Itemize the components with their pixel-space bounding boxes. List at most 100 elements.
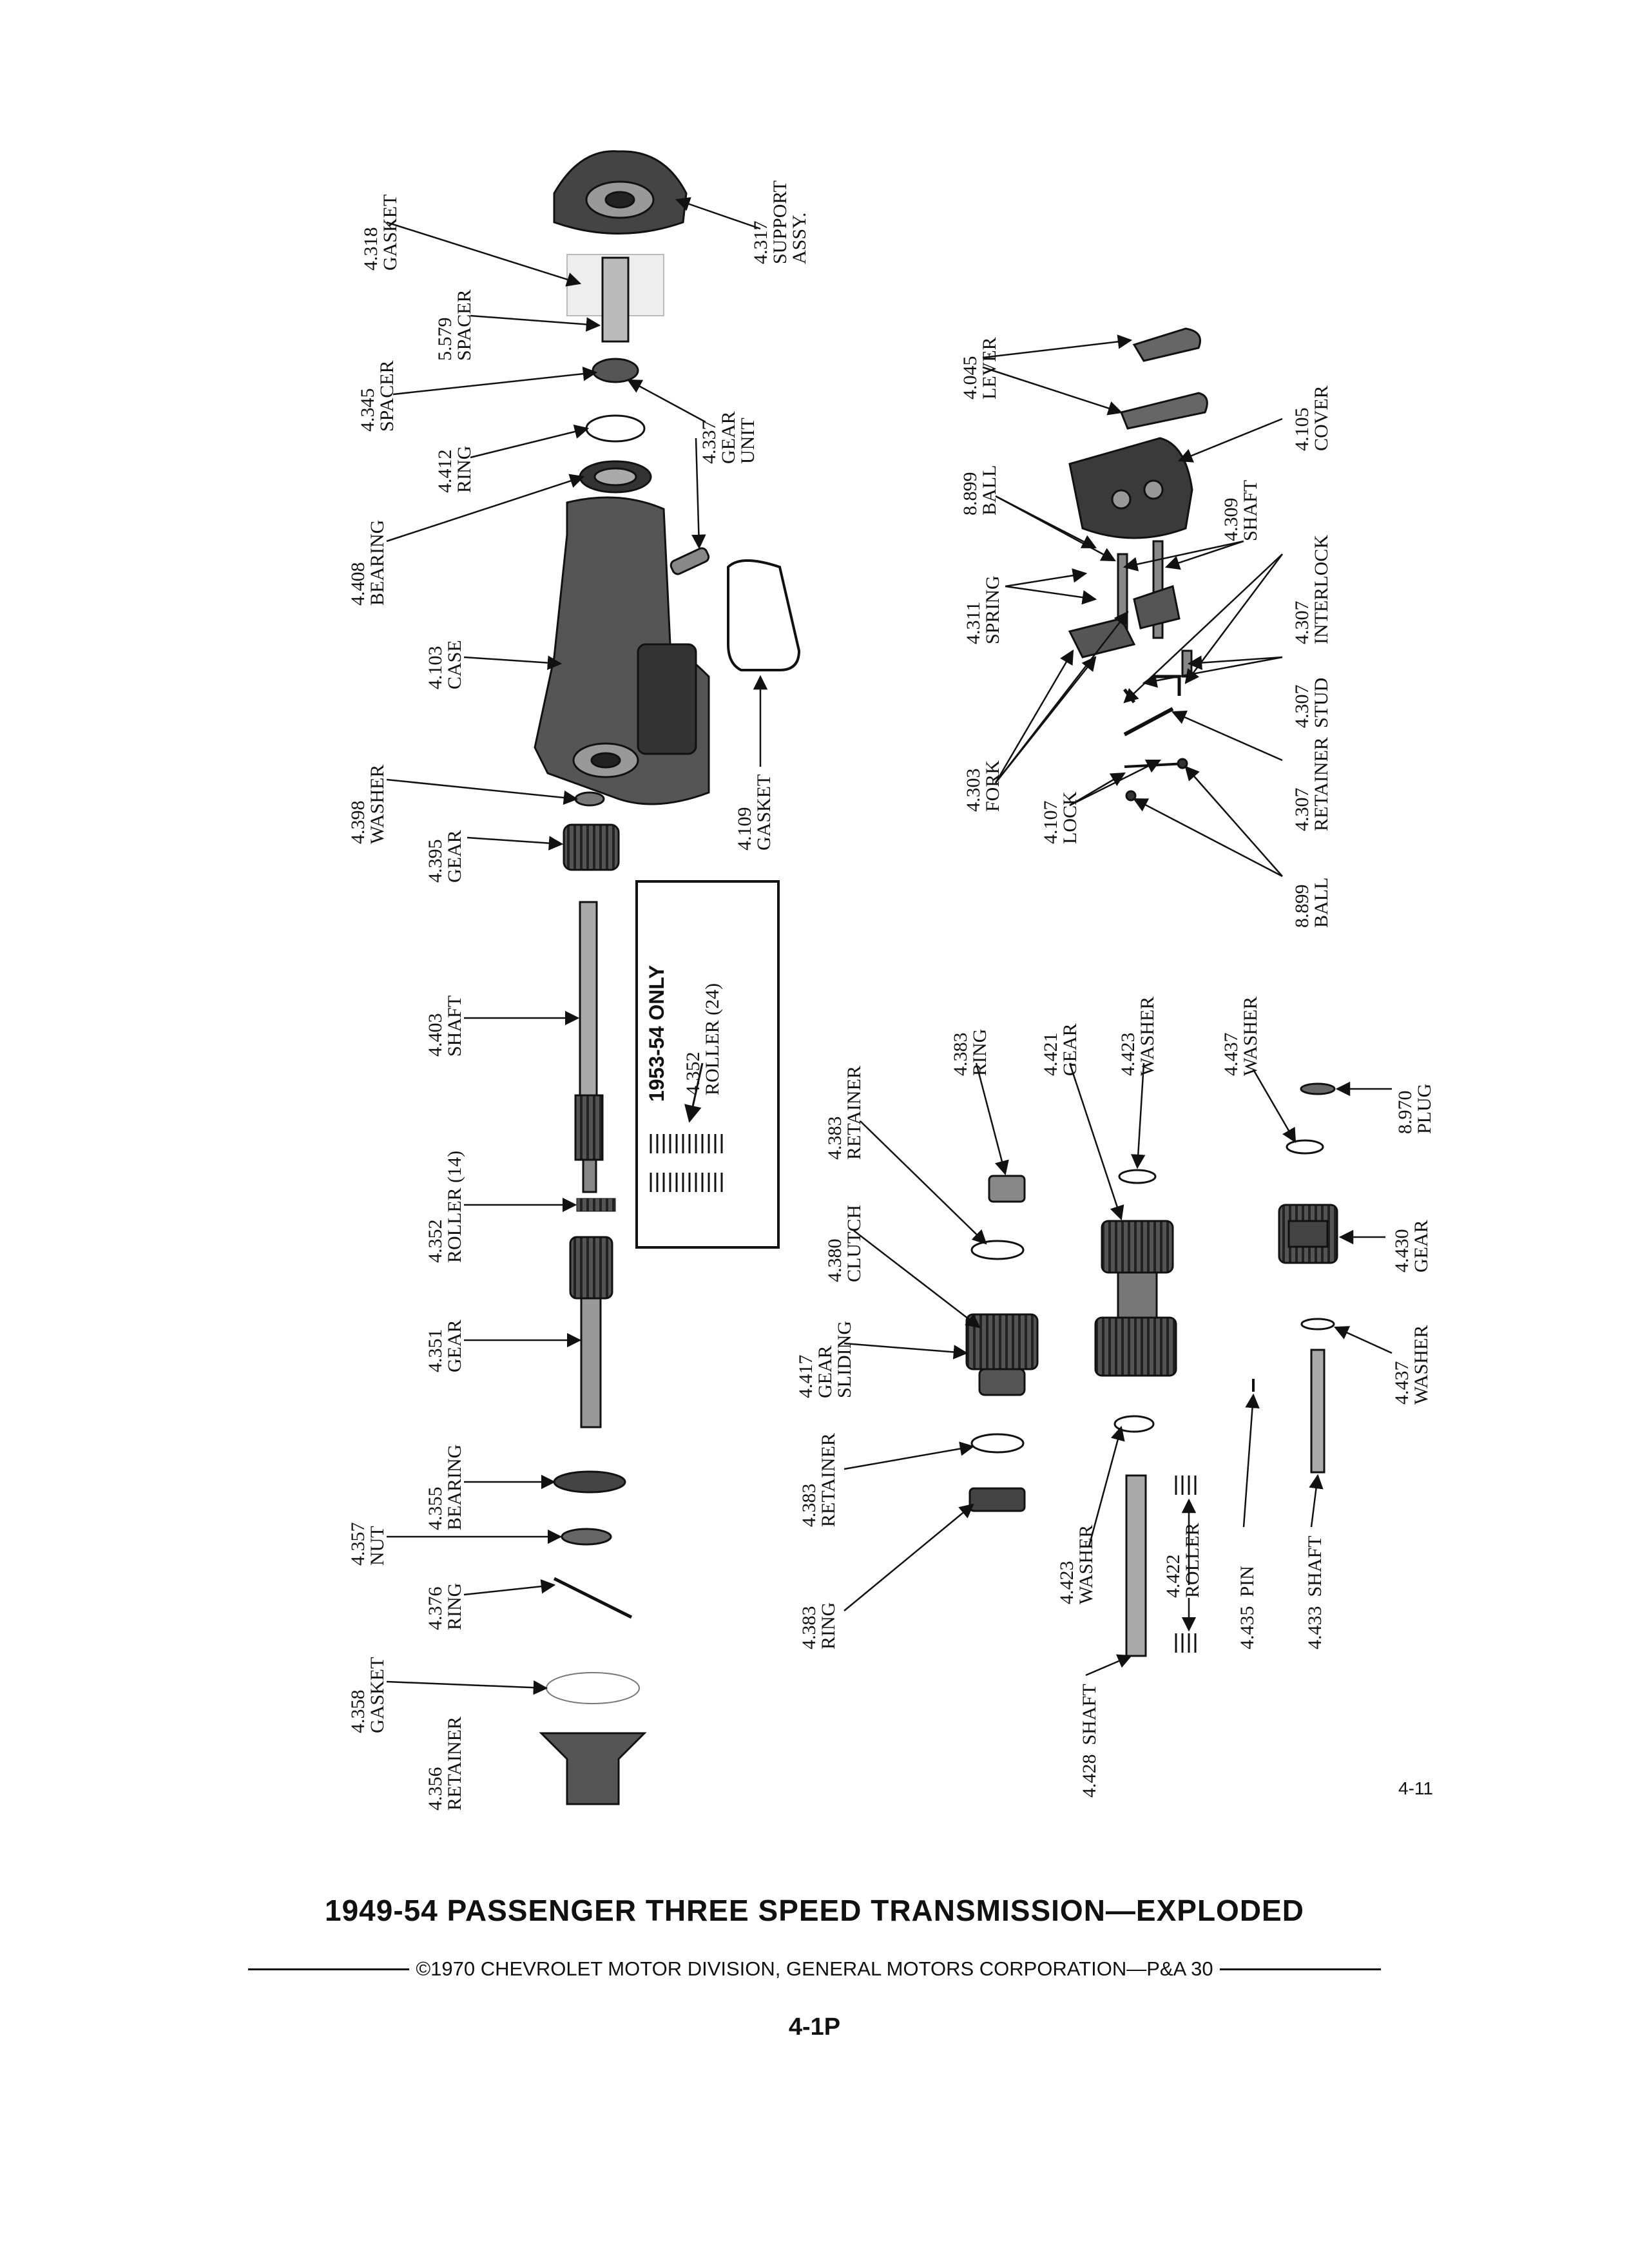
- copyright-line: ©1970 CHEVROLET MOTOR DIVISION, GENERAL …: [0, 1957, 1629, 1981]
- retainer-4383-lower-part: [970, 1433, 1025, 1454]
- svg-text:LOCK: LOCK: [1059, 791, 1081, 844]
- callout-4435-pin: 4.435 PIN: [1237, 1566, 1258, 1649]
- svg-text:4.437: 4.437: [1220, 1033, 1242, 1077]
- rollers-14-part: [576, 1198, 616, 1212]
- reverse-idler-shaft-part: [1310, 1349, 1325, 1474]
- svg-text:4.307: 4.307: [1291, 685, 1313, 729]
- shift-shafts-forks-part: [1068, 540, 1181, 658]
- svg-text:4.423: 4.423: [1056, 1561, 1077, 1605]
- ring-4376-part: [553, 1577, 633, 1619]
- bearing-4355-part: [553, 1470, 626, 1494]
- svg-text:4.303: 4.303: [963, 769, 984, 812]
- svg-text:WASHER: WASHER: [1411, 1325, 1432, 1405]
- svg-text:RING: RING: [454, 446, 475, 493]
- svg-text:SUPPORT: SUPPORT: [769, 180, 791, 264]
- svg-text:4.395: 4.395: [425, 840, 446, 883]
- svg-text:4.317: 4.317: [750, 221, 771, 265]
- svg-text:WASHER: WASHER: [1075, 1525, 1097, 1604]
- svg-text:4.351: 4.351: [425, 1329, 446, 1373]
- svg-text:RETAINER: RETAINER: [444, 1716, 465, 1811]
- svg-text:4.383: 4.383: [798, 1484, 820, 1528]
- svg-text:4.433: 4.433: [1304, 1606, 1325, 1650]
- washer-4398-part: [574, 791, 605, 807]
- svg-text:WASHER: WASHER: [1240, 997, 1261, 1076]
- page-title: 1949-54 PASSENGER THREE SPEED TRANSMISSI…: [325, 1894, 1304, 1927]
- svg-text:SLIDING: SLIDING: [834, 1321, 855, 1398]
- svg-text:4.352: 4.352: [425, 1220, 446, 1264]
- svg-text:4.105: 4.105: [1291, 408, 1313, 452]
- ring-4383-lower-part: [969, 1487, 1026, 1512]
- svg-text:ASSY.: ASSY.: [789, 213, 810, 264]
- svg-text:8.970: 8.970: [1394, 1091, 1416, 1135]
- rule-right: [1219, 1968, 1381, 1970]
- svg-text:4.430: 4.430: [1391, 1229, 1412, 1273]
- svg-text:4.376: 4.376: [425, 1587, 446, 1631]
- reverse-idler-gear-part: [1278, 1204, 1338, 1264]
- svg-text:WASHER: WASHER: [367, 765, 388, 844]
- retainer-4383-upper-part: [970, 1240, 1025, 1260]
- gear-4395-part: [563, 823, 620, 871]
- svg-text:BEARING: BEARING: [444, 1445, 465, 1530]
- svg-text:RING: RING: [969, 1029, 990, 1076]
- svg-text:SPRING: SPRING: [982, 575, 1003, 644]
- svg-text:4.357: 4.357: [347, 1523, 369, 1566]
- svg-text:4.403: 4.403: [425, 1014, 446, 1057]
- inset-part-name: ROLLER (24): [702, 983, 723, 1095]
- svg-text:GEAR: GEAR: [1059, 1023, 1081, 1076]
- interlock-retainer-part: [1123, 707, 1174, 736]
- svg-text:4.423: 4.423: [1117, 1033, 1139, 1077]
- ball-8899-part: [1125, 790, 1137, 802]
- svg-text:INTERLOCK: INTERLOCK: [1311, 535, 1332, 644]
- inset-1953-54: 1953-54 ONLY 4.352 ROLLER (24): [635, 880, 780, 1249]
- svg-text:BEARING: BEARING: [367, 520, 388, 606]
- svg-text:4.437: 4.437: [1391, 1361, 1412, 1405]
- svg-text:4.435: 4.435: [1237, 1606, 1258, 1650]
- gasket-4358-part: [546, 1672, 640, 1704]
- svg-text:ROLLER (14): ROLLER (14): [444, 1151, 465, 1263]
- svg-text:4.408: 4.408: [347, 562, 369, 606]
- svg-text:4.358: 4.358: [347, 1690, 369, 1734]
- svg-text:4.355: 4.355: [425, 1487, 446, 1531]
- bearing-4408-part: [579, 460, 652, 494]
- svg-text:4.309: 4.309: [1220, 498, 1242, 542]
- svg-text:GASKET: GASKET: [367, 1657, 388, 1733]
- svg-text:4.383: 4.383: [824, 1117, 845, 1160]
- ring-4383-upper-part: [988, 1175, 1026, 1203]
- svg-text:STUD: STUD: [1311, 678, 1332, 728]
- svg-text:PIN: PIN: [1237, 1566, 1258, 1597]
- svg-text:4.107: 4.107: [1040, 801, 1061, 845]
- rollers-4422-part: [1175, 1475, 1197, 1653]
- rule-left: [248, 1968, 410, 1970]
- svg-text:4.045: 4.045: [959, 356, 981, 400]
- spacer-5579-part: [601, 256, 630, 343]
- svg-text:ROLLER: ROLLER: [1182, 1523, 1203, 1598]
